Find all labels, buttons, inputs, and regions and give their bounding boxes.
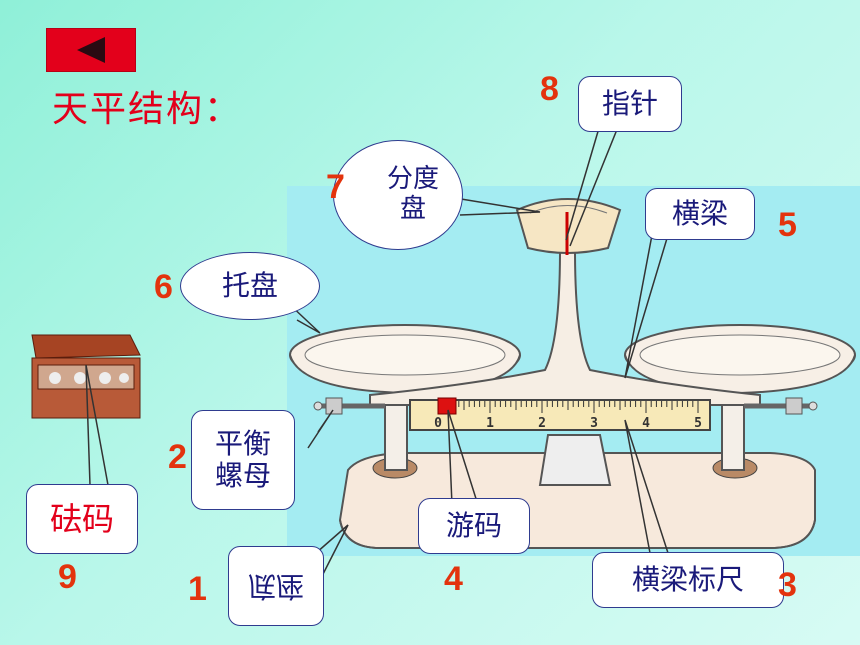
page-title: 天平结构： [52,89,243,130]
left-pan-shape [289,324,521,395]
right-balance-nut-shape [744,397,818,415]
pointer-label: 指针 [601,86,658,120]
beam-scale-callout: 横梁标尺 [592,552,784,608]
rider-callout: 游码 [418,498,530,554]
number-pan: 6 [154,268,173,306]
weights-callout: 砝码 [26,484,138,554]
beam-scale-ruler [409,399,711,431]
number-rider: 4 [444,560,463,598]
number-beam: 5 [778,206,797,244]
number-dial: 7 [326,168,345,206]
number-balance-nut: 2 [168,438,187,476]
base-callout: 底座 [228,546,324,626]
ruler-tick-label: 0 [434,416,442,431]
ruler-tick-label: 3 [590,416,598,431]
ruler-tick-label: 1 [486,416,494,431]
right-pan-shape [624,324,856,395]
pan-label: 托盘 [221,268,278,302]
weights-label: 砝码 [49,499,114,538]
beam-callout: 横梁 [645,188,755,240]
dial-label: 分度 盘 [386,164,439,224]
pointer-callout: 指针 [578,76,682,132]
left-triangle-icon [77,37,105,63]
pan-callout: 托盘 [180,252,320,320]
balance-nut-callout: 平衡 螺母 [191,410,295,510]
number-weights: 9 [58,558,77,596]
beam-scale-label: 横梁标尺 [631,562,744,596]
dial-callout: 分度 盘 [333,140,463,250]
weights-box-shape [31,334,141,419]
back-button[interactable] [46,28,136,72]
number-base: 1 [188,570,207,608]
base-label: 底座 [247,570,304,604]
ruler-tick-label: 4 [642,416,650,431]
balance-nut-label: 平衡 螺母 [214,426,271,492]
rider-shape [437,397,457,415]
number-pointer: 8 [540,70,559,108]
ruler-tick-label: 2 [538,416,546,431]
number-beam-scale: 3 [778,566,797,604]
rider-label: 游码 [445,508,502,542]
left-balance-nut-shape [313,397,385,415]
ruler-tick-label: 5 [694,416,702,431]
beam-label: 横梁 [671,196,728,230]
ruler-ticks: 0 1 2 3 4 5 [434,401,702,431]
